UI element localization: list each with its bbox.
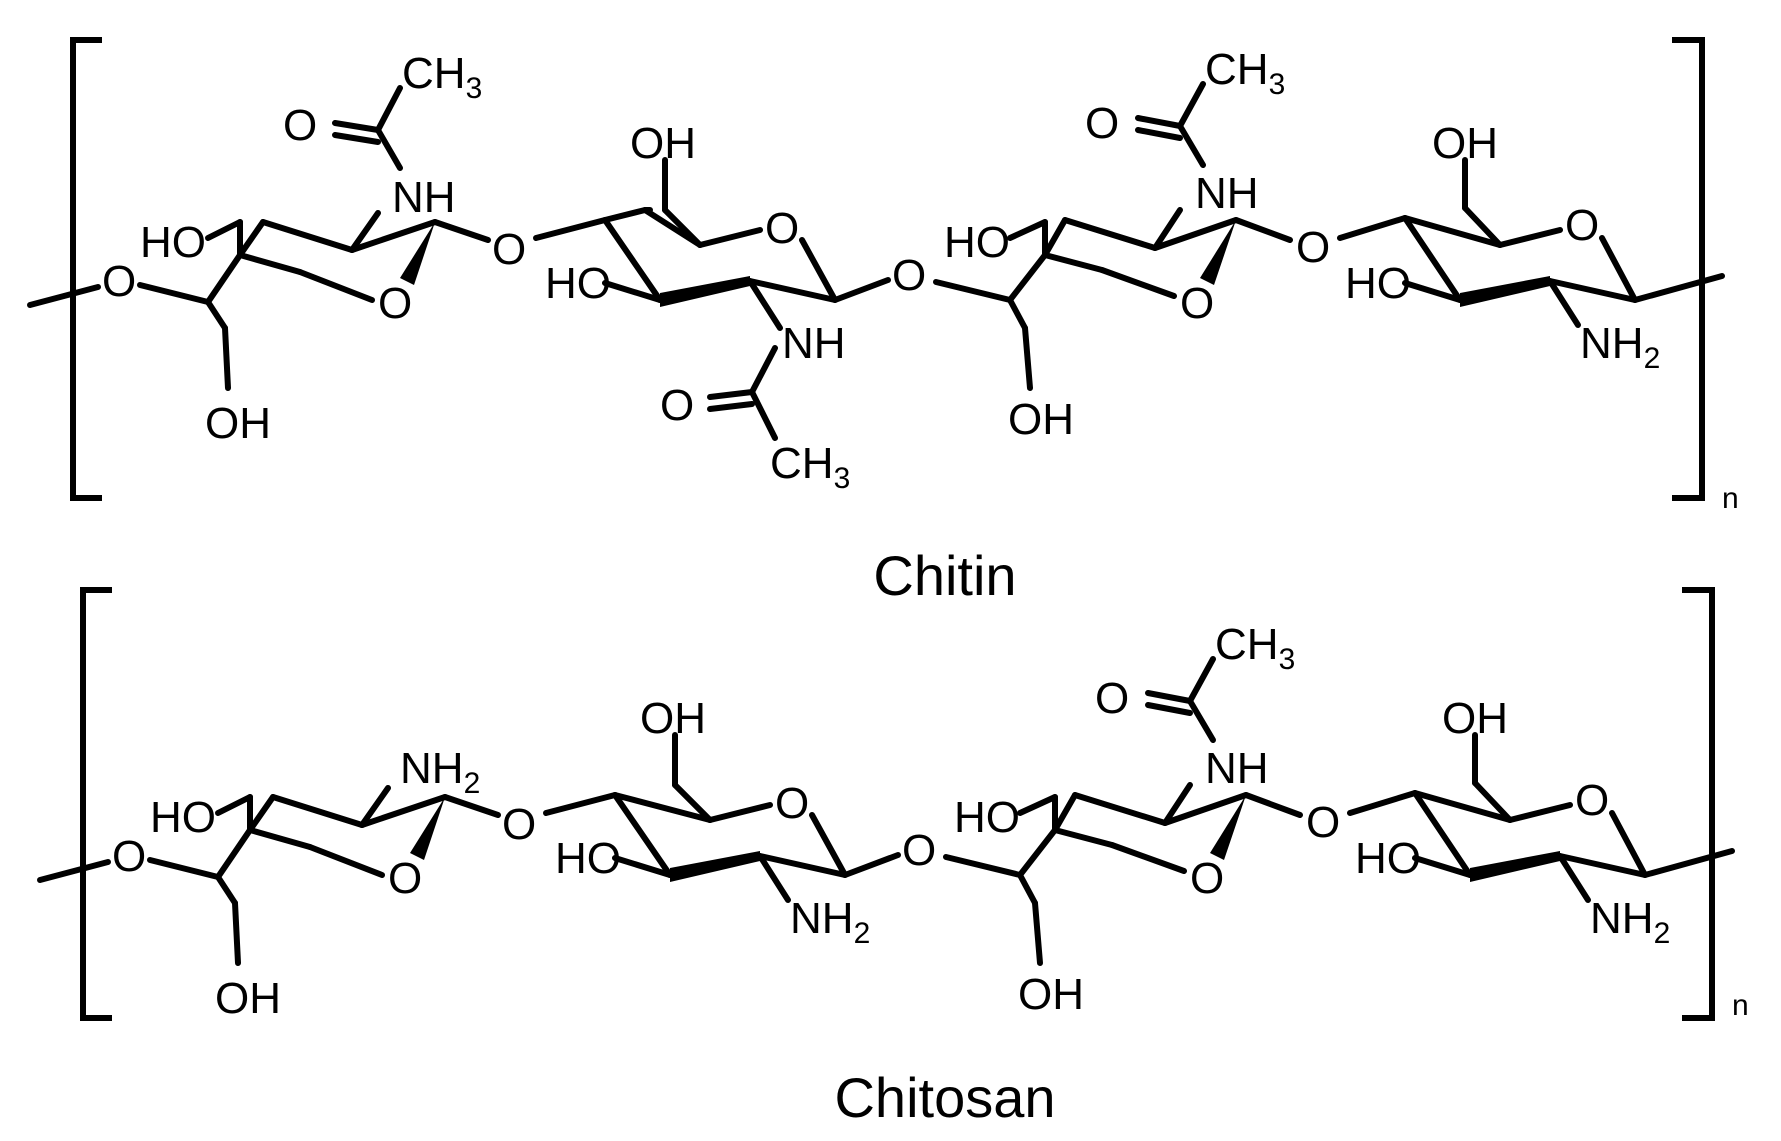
- ring2-oh-top: OH: [630, 119, 696, 168]
- ring4-wedge-bond: [1470, 851, 1560, 882]
- ring2-ring-o: O: [775, 779, 809, 828]
- ring2-nh2: NH2: [790, 894, 870, 950]
- ring1-ho: HO: [150, 793, 216, 842]
- ring4-ho: HO: [1355, 834, 1421, 883]
- ring3-carbonyl-o: O: [1095, 674, 1129, 723]
- ring2-oh-top: OH: [640, 694, 706, 743]
- ring4-oh-top: OH: [1432, 119, 1498, 168]
- ring1-nh2: NH2: [400, 744, 480, 800]
- ring1-wedge-bond: [410, 797, 445, 860]
- ring2-ring-o: O: [765, 204, 799, 253]
- ring3-ch3: CH3: [1215, 620, 1295, 676]
- ring2-ho: HO: [555, 834, 621, 883]
- ring4-wedge-bond: [1460, 276, 1550, 307]
- ring4-glycosidic-o-left: O: [1296, 223, 1330, 272]
- ring3-wedge-bond: [1200, 220, 1236, 285]
- ring3-nh: NH: [1195, 169, 1259, 218]
- ring1-glycosidic-o: O: [112, 832, 146, 881]
- ring1-ch3: CH3: [402, 49, 482, 105]
- left-bracket: [70, 37, 102, 501]
- ring3-ho: HO: [954, 793, 1020, 842]
- ring4-oh-top: OH: [1442, 694, 1508, 743]
- ring2-ch3: CH3: [770, 439, 850, 495]
- ring1-ho: HO: [140, 218, 206, 267]
- chitosan-structure: n O O OH HO NH2 O: [37, 587, 1749, 1129]
- ring4-nh2: NH2: [1580, 319, 1660, 375]
- ring3-ring-o: O: [1190, 854, 1224, 903]
- ring3-oh-bottom: OH: [1018, 970, 1084, 1019]
- ring3-carbonyl-o: O: [1085, 99, 1119, 148]
- right-bracket: [1682, 587, 1715, 1021]
- ring2-nh: NH: [782, 319, 846, 368]
- ring1-oh-bottom: OH: [205, 399, 271, 448]
- ring3-glycosidic-o-left: O: [902, 826, 936, 875]
- ring2-wedge-bond: [660, 276, 750, 307]
- ring1-glycosidic-o: O: [102, 257, 136, 306]
- ring-4: O O OH HO NH2: [1306, 694, 1735, 950]
- ring4-nh2: NH2: [1590, 894, 1670, 950]
- ring2-ho: HO: [545, 259, 611, 308]
- ring2-glycosidic-o-left: O: [492, 225, 526, 274]
- ring1-nh: NH: [392, 173, 456, 222]
- ring1-carbonyl-o: O: [283, 101, 317, 150]
- left-bracket: [80, 587, 112, 1021]
- chitin-caption: Chitin: [873, 544, 1016, 607]
- ring-2: O O OH HO NH2: [502, 694, 901, 950]
- ring1-ring-o: O: [388, 854, 422, 903]
- ring3-oh-bottom: OH: [1008, 395, 1074, 444]
- right-bracket: [1672, 37, 1705, 501]
- repeat-subscript-n: n: [1722, 482, 1739, 515]
- ring-2: O O OH HO NH O CH3: [492, 119, 891, 495]
- ring4-ring-o: O: [1575, 776, 1609, 825]
- ring-1: O O OH HO NH O CH3: [27, 49, 491, 448]
- ring2-carbonyl-o: O: [660, 381, 694, 430]
- ring2-glycosidic-o-left: O: [502, 800, 536, 849]
- repeat-subscript-n: n: [1732, 989, 1749, 1022]
- ring1-wedge-bond: [400, 222, 435, 285]
- ring3-ch3: CH3: [1205, 45, 1285, 101]
- ring1-oh-bottom: OH: [215, 974, 281, 1023]
- ring2-wedge-bond: [670, 851, 760, 882]
- ring-1: O O OH HO NH2: [37, 744, 501, 1023]
- ring4-ho: HO: [1345, 259, 1411, 308]
- ring3-wedge-bond: [1210, 795, 1246, 860]
- ring3-glycosidic-o-left: O: [892, 251, 926, 300]
- ring4-ring-o: O: [1565, 201, 1599, 250]
- ring3-nh: NH: [1205, 744, 1269, 793]
- ring3-ring-o: O: [1180, 279, 1214, 328]
- ring-3: O O OH HO NH O CH3: [892, 45, 1293, 444]
- ring1-ring-o: O: [378, 279, 412, 328]
- ring-3: O O OH HO NH O CH3: [902, 620, 1303, 1019]
- ring3-ho: HO: [944, 218, 1010, 267]
- chitosan-caption: Chitosan: [834, 1066, 1055, 1129]
- chitin-structure: n O O OH HO NH O CH3: [27, 37, 1739, 607]
- ring-4: O O OH HO NH2: [1296, 119, 1725, 375]
- ring4-glycosidic-o-left: O: [1306, 798, 1340, 847]
